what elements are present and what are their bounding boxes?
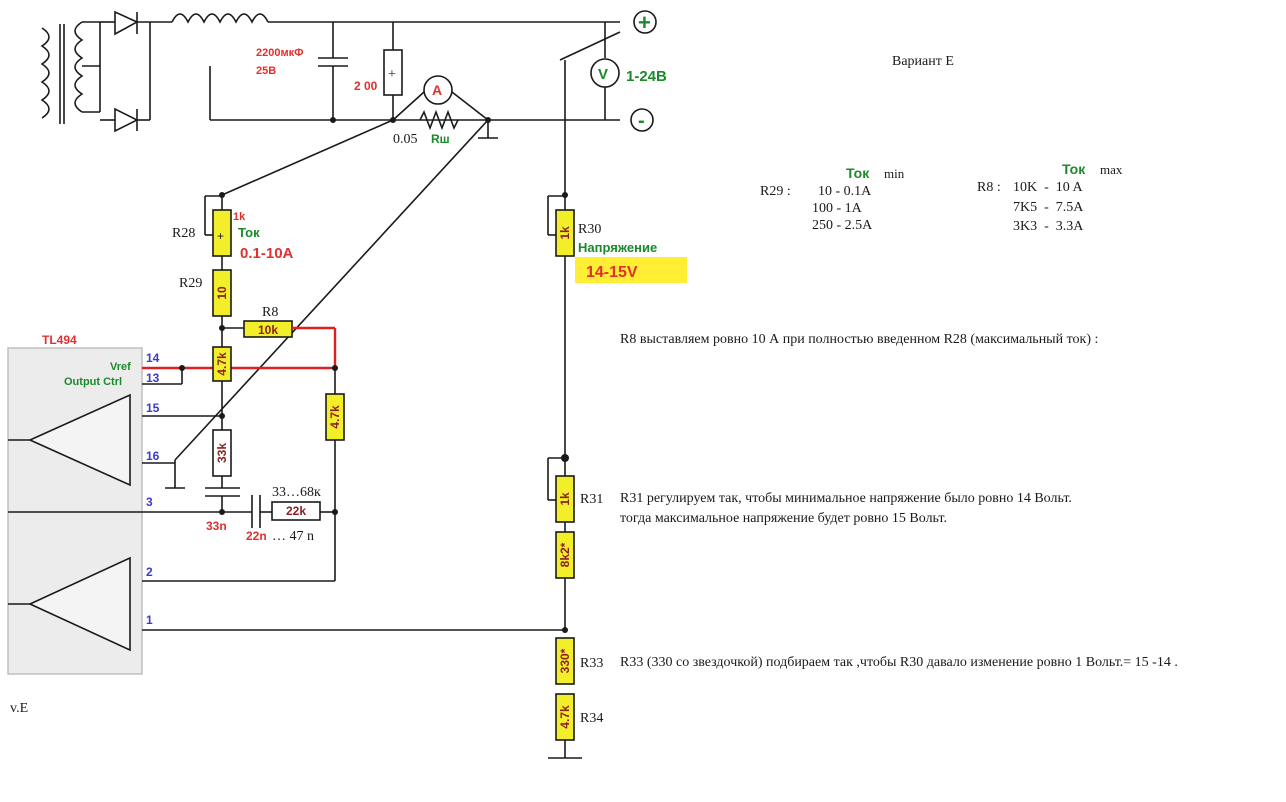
pin-13: 13: [146, 371, 160, 385]
r34-label: R34: [580, 711, 603, 726]
plus-terminal: [633, 10, 657, 34]
r28-potentiometer: [204, 195, 232, 257]
r29-label: R29: [179, 276, 202, 291]
pin-15: 15: [146, 401, 160, 415]
table-min-header: Ток: [846, 165, 870, 181]
cap33n-label: 33n: [206, 519, 227, 533]
r28-label: R28: [172, 226, 195, 241]
resistor-200: +: [383, 22, 403, 120]
tok-label: Ток: [238, 225, 260, 240]
r8-label: R8: [262, 305, 278, 320]
shunt-resistor: [419, 109, 459, 131]
svg-text:+: +: [217, 229, 224, 243]
tl494-chip: [7, 347, 143, 675]
napr-label: Напряжение: [578, 240, 657, 255]
r31-potentiometer: [547, 457, 575, 523]
diode-top: [100, 10, 172, 36]
r47k-a-value: 4.7k: [215, 352, 229, 376]
pin-3: 3: [146, 495, 153, 509]
cap22n-range: … 47 n: [272, 529, 314, 544]
r30-label: R30: [578, 222, 601, 237]
voltage-range-badge: [575, 257, 687, 283]
shunt-value: 0.05: [393, 132, 418, 147]
table-min-row: 10 - 0.1A: [818, 184, 872, 199]
footer-label: v.E: [10, 701, 28, 716]
voltage-range-label: 1-24В: [626, 68, 667, 85]
capacitor-33n: [205, 487, 240, 497]
output-ctrl-label: Output Ctrl: [64, 376, 122, 388]
ammeter-symbol: A: [432, 82, 442, 98]
plus-symbol: +: [638, 10, 651, 35]
cap22n-label: 22n: [246, 529, 267, 543]
pin-2: 2: [146, 565, 153, 579]
table-max-row: 3K3 - 3.3A: [1013, 219, 1084, 234]
minus-terminal: [630, 108, 654, 132]
pin-16: 16: [146, 449, 160, 463]
r31-value: 1k: [558, 492, 572, 506]
shunt-label: Rш: [431, 132, 450, 146]
r22k-value: 22k: [286, 504, 306, 518]
page-title: Вариант Е: [892, 54, 954, 69]
table-max-header-small: max: [1100, 162, 1123, 177]
r29-value: 10: [215, 286, 229, 300]
voltmeter-symbol: V: [598, 66, 608, 83]
pin-1: 1: [146, 613, 153, 627]
svg-text:+: +: [388, 67, 396, 82]
r31-label: R31: [580, 492, 603, 507]
table-min-row: 250 - 2.5A: [812, 218, 873, 233]
table-max-label: R8 :: [977, 180, 1001, 195]
r8k2-value: 8k2*: [558, 542, 572, 567]
table-min: Ток min R29 : 10 - 0.1A 100 - 1A 250 - 2…: [760, 165, 905, 233]
cap-voltage-label: 25В: [256, 65, 276, 77]
napr-range: 14-15V: [586, 264, 638, 281]
ic-name: TL494: [42, 333, 77, 347]
ammeter-icon: [392, 75, 489, 121]
diode-bottom: [100, 22, 151, 133]
ground-icon: [478, 120, 498, 139]
r22k-range: 33…68к: [272, 485, 321, 500]
r22k-resistor: [271, 501, 321, 521]
minus-symbol: -: [638, 110, 645, 132]
note-r33: R33 (330 со звездочкой) подбираем так ,ч…: [620, 655, 1178, 670]
table-max: Ток max R8 : 10K - 10 A 7K5 - 7.5A 3K3 -…: [977, 161, 1123, 234]
r33-resistor: [555, 637, 575, 685]
note-r8: R8 выставляем ровно 10 А при полностью в…: [620, 332, 1098, 347]
r33k-value: 33k: [215, 443, 229, 463]
r200-label: 2 00: [354, 79, 378, 93]
r28-value: 1k: [233, 211, 246, 223]
pin-14: 14: [146, 351, 160, 365]
r47k-b-value: 4.7k: [328, 405, 342, 429]
r30-potentiometer: [547, 195, 575, 257]
inductor: [171, 13, 620, 24]
cap-value-label: 2200мкФ: [256, 47, 304, 59]
vref-label: Vref: [110, 361, 131, 373]
r33-value: 330*: [558, 648, 572, 673]
table-min-label: R29 :: [760, 184, 791, 199]
current-range-label: 0.1-10A: [240, 245, 294, 262]
capacitor-22n: [251, 495, 261, 528]
transformer: [40, 21, 101, 124]
r34-value: 4.7k: [558, 705, 572, 729]
note-r31-b: тогда максимальное напряжение будет ровн…: [620, 511, 947, 526]
r30-value: 1k: [558, 226, 572, 240]
table-max-row: 10K - 10 A: [1013, 180, 1084, 195]
table-min-header-small: min: [884, 166, 905, 181]
r8k2-resistor: [555, 531, 575, 579]
table-min-row: 100 - 1A: [812, 201, 863, 216]
r33-label: R33: [580, 656, 603, 671]
capacitor-2200: [318, 22, 348, 123]
table-max-row: 7K5 - 7.5A: [1013, 200, 1084, 215]
note-r31: R31 регулируем так, чтобы минимальное на…: [620, 491, 1072, 506]
table-max-header: Ток: [1062, 161, 1086, 177]
voltmeter-icon: [590, 22, 620, 120]
r8-value: 10k: [258, 323, 278, 337]
